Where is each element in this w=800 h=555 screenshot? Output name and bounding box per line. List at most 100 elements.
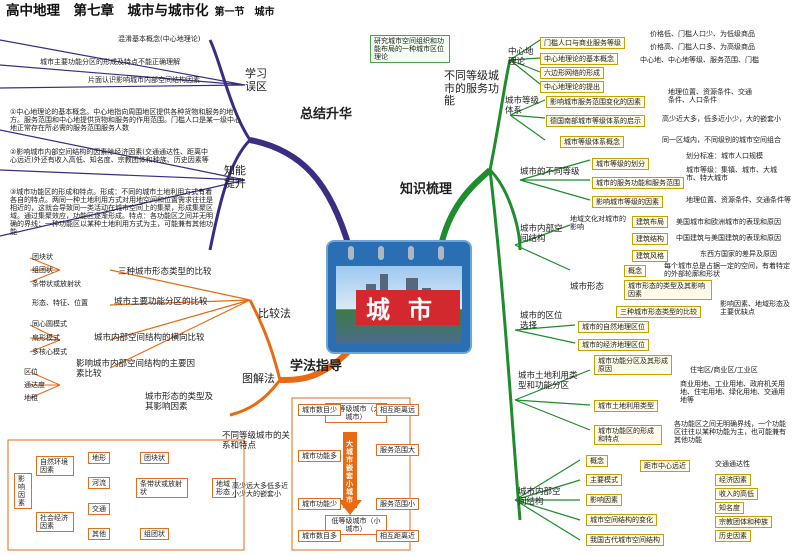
high-left-item: 城市功能多: [298, 450, 341, 463]
city-shape-title: 城市形态: [570, 282, 605, 292]
function-title: 城市主要功能分区的比较: [114, 297, 208, 307]
ability-item: ②影响城市内部空间结构的因素除经济因素(交通通达性、距离中心远近)外还有收入高低…: [10, 148, 209, 165]
hierarchy-item: 德国南部城市等级体系的启示: [546, 115, 645, 128]
hierarchy-note: 高少近大多，低多近小少，大的嵌套小: [662, 115, 781, 123]
central-place-label: 中心地理论: [508, 47, 534, 67]
factor-item: 通达度: [24, 381, 45, 389]
hierarchy-item: 城市等级体系概念: [560, 136, 624, 149]
structure2-item: 影响因素: [586, 494, 622, 507]
center-image: 城市: [328, 242, 470, 352]
nesting-arrow-label: 大城市嵌套小城市: [346, 440, 353, 505]
factor-note: 经济因素: [715, 474, 751, 487]
misconceptions-label: 学习误区: [245, 67, 267, 93]
central-item: 六边形网络的形成: [540, 67, 604, 80]
landuse-title: 城市土地利用类型和功能分区: [518, 371, 578, 391]
misconception-item: 片面认识影响城市内部空间结构因素: [88, 76, 200, 84]
location-item: 城市的自然地理区位: [578, 321, 649, 334]
threshold-note: 价格低、门槛人口少、为低级商品: [650, 30, 755, 38]
factor-note: 知名度: [715, 502, 744, 515]
factor-note: 收入的高低: [715, 488, 758, 501]
form-item: 条带状或放射状: [136, 478, 188, 499]
binder-ring: [438, 246, 444, 260]
social-item: 其他: [88, 528, 110, 541]
graph-relation-title: 不同等级城市的关系和特点: [222, 431, 291, 451]
structure2-item: 概念: [586, 455, 608, 468]
structure-item: 多核心模式: [32, 348, 67, 356]
culture-note: 中国建筑与美国建筑的表现和原因: [676, 234, 781, 242]
nature-item: 河流: [88, 477, 110, 490]
branch-summary: 总结升华: [300, 107, 353, 122]
branch-knowledge: 知识梳理: [400, 182, 453, 197]
central-place-note: 研究城市空间组织和功能布局的一种城市区位理论: [370, 35, 450, 64]
culture-item: 建筑结构: [632, 233, 668, 246]
compare-label: 比较法: [258, 307, 291, 320]
central-item: 中心地理论的基本概念: [540, 53, 618, 66]
high-right-item: 相互距离远: [376, 404, 419, 417]
diff-title: 城市的不同等级: [520, 167, 580, 177]
high-right-item: 服务范围大: [376, 444, 419, 457]
culture-label: 地域文化对城市的影响: [570, 215, 626, 232]
central-item: 中心地理论的提出: [540, 81, 604, 94]
form-item: 团块状: [140, 452, 169, 465]
function-items: 形态、特征、位置: [32, 299, 88, 307]
factor-note: 历史因素: [715, 530, 751, 543]
concept-note: 中心地、中心地等级、服务范围、门槛: [640, 56, 759, 64]
high-left-item: 城市数目少: [298, 404, 341, 417]
structure2-item: 主要模式: [586, 474, 622, 487]
city-shape-item: 城市形态的类型及其影响因素: [624, 280, 712, 301]
branch-method: 学法指导: [290, 359, 343, 374]
influence-label: 影响因素: [14, 473, 32, 510]
service-title: 不同等级城市的服务功能: [444, 69, 499, 108]
structure-item: 同心圆模式: [32, 320, 67, 328]
location-item: 城市的经济地理区位: [578, 339, 649, 352]
hierarchy-note: 同一区域内，不同级别的城市空间组合: [662, 136, 781, 144]
city-shape-note: 每个城市总是占据一定的空间，有着特定的外部轮廓和形状: [664, 262, 790, 279]
graph-label: 图解法: [242, 372, 275, 385]
low-left-item: 城市数目多: [298, 530, 341, 543]
diff-item: 城市的服务功能和服务范围: [592, 177, 684, 190]
hierarchy-item: 影响城市服务范围变化的因素: [546, 96, 645, 109]
graph-shape-title: 城市形态的类型及其影响因素: [145, 392, 214, 412]
landuse-item: 城市土地利用类型: [594, 400, 658, 413]
center-label: 城市: [356, 290, 460, 325]
graph-note: 高少远大多低多近小少大的嵌套小: [232, 482, 288, 499]
threshold-note: 价格高、门槛人口多、为高级商品: [650, 43, 755, 51]
structure2-item: 城市空间结构的变化: [586, 514, 657, 527]
factor-item: 区位: [24, 368, 38, 376]
factors-title: 影响城市内部空间结构的主要因素比较: [76, 359, 196, 379]
factor-item: 地租: [24, 394, 38, 402]
culture-item: 建筑风格: [632, 250, 668, 263]
structure-item: 扇形模式: [32, 334, 60, 342]
factor-note: 交通通达性: [715, 460, 750, 468]
title-main: 高中地理 第七章 城市与城市化: [6, 3, 209, 19]
culture-item: 建筑布局: [632, 216, 668, 229]
structure2-title: 城市内部空间结构: [518, 487, 561, 507]
social-label: 社会经济因素: [36, 512, 74, 533]
ability-item: ①中心地理论的基本概念。中心地指向周围地区提供各种货物和服务的地方。服务范围和中…: [10, 108, 241, 133]
diff-item: 城市等级的划分: [592, 158, 649, 171]
city-shape-item: 概念: [624, 265, 646, 278]
ability-item: ③城市功能区的形成和特点。形成：不同的城市土地利用方式有着各自的特点。两同一种土…: [10, 188, 213, 237]
nature-label: 自然环境因素: [36, 456, 74, 477]
misconception-item: 城市主要功能分区的形成及特点不能正确理解: [40, 58, 180, 66]
nature-item: 地形: [88, 452, 110, 465]
shape-item: 团块状: [32, 253, 53, 261]
misconception-item: 混淆基本概念(中心地理论): [118, 35, 201, 43]
central-item: 门槛人口与商业服务等级: [540, 37, 625, 50]
hierarchy-note: 地理位置、资源条件、交通条件、人口条件: [668, 88, 752, 105]
low-right-item: 相互距离近: [376, 530, 419, 543]
landuse-item: 城市功能分区及其形成原因: [594, 355, 672, 376]
form-label: 地域形态: [212, 478, 236, 499]
culture-note: 东西方国家的差异及原因: [700, 250, 777, 258]
location-title: 城市的区位选择: [520, 311, 563, 331]
binder-ring: [348, 246, 354, 260]
diff-note: 城市等级：集镇、城市、大城市、特大城市: [686, 166, 777, 183]
page-title: 高中地理 第七章 城市与城市化第一节 城市: [6, 3, 275, 20]
culture-note: 美国城市和欧洲城市的表现和原因: [676, 218, 781, 226]
form-item: 组团状: [140, 528, 169, 541]
diff-item: 影响城市等级的因素: [592, 196, 663, 209]
low-right-item: 服务范围小: [376, 498, 419, 511]
structure-title: 城市内部空间结构的横向比较: [94, 333, 205, 343]
landuse-item: 城市功能区的形成和特点: [594, 425, 662, 446]
